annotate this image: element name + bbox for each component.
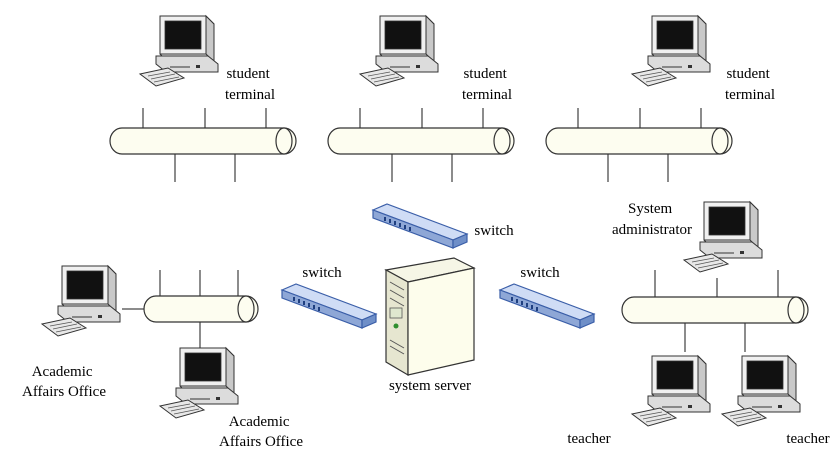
left-bus [122,270,259,350]
switch-icon-top [372,203,468,249]
switch-icon-left [281,283,377,329]
system-administrator-computer-icon [683,201,763,273]
switch-label-top: switch [474,223,514,239]
top-middle-bus [327,108,515,182]
student-terminal-computer-icon-1 [139,15,219,87]
switch-label-right: switch [520,265,560,281]
system-server-icon [384,257,476,377]
teacher-computer-icon-1 [631,355,711,427]
academic-affairs-label-1: Academic Affairs Office [22,364,106,400]
student-terminal-label-1: student terminal [225,66,275,103]
academic-affairs-computer-icon-2 [159,347,239,419]
student-terminal-label-3: student terminal [725,66,775,103]
switch-label-left: switch [302,265,342,281]
teacher-label-1: teacher [567,431,610,447]
top-right-bus [545,108,733,182]
academic-affairs-computer-icon-1 [41,265,121,337]
teacher-computer-icon-2 [721,355,801,427]
top-left-bus [109,108,297,182]
student-terminal-computer-icon-2 [359,15,439,87]
system-administrator-label: System administrator [612,201,692,238]
teacher-label-2: teacher [786,431,829,447]
switch-icon-right [499,283,595,329]
student-terminal-computer-icon-3 [631,15,711,87]
academic-affairs-label-2: Academic Affairs Office [219,414,303,450]
system-server-label: system server [389,378,471,394]
student-terminal-label-2: student terminal [462,66,512,103]
right-bus [621,270,809,352]
